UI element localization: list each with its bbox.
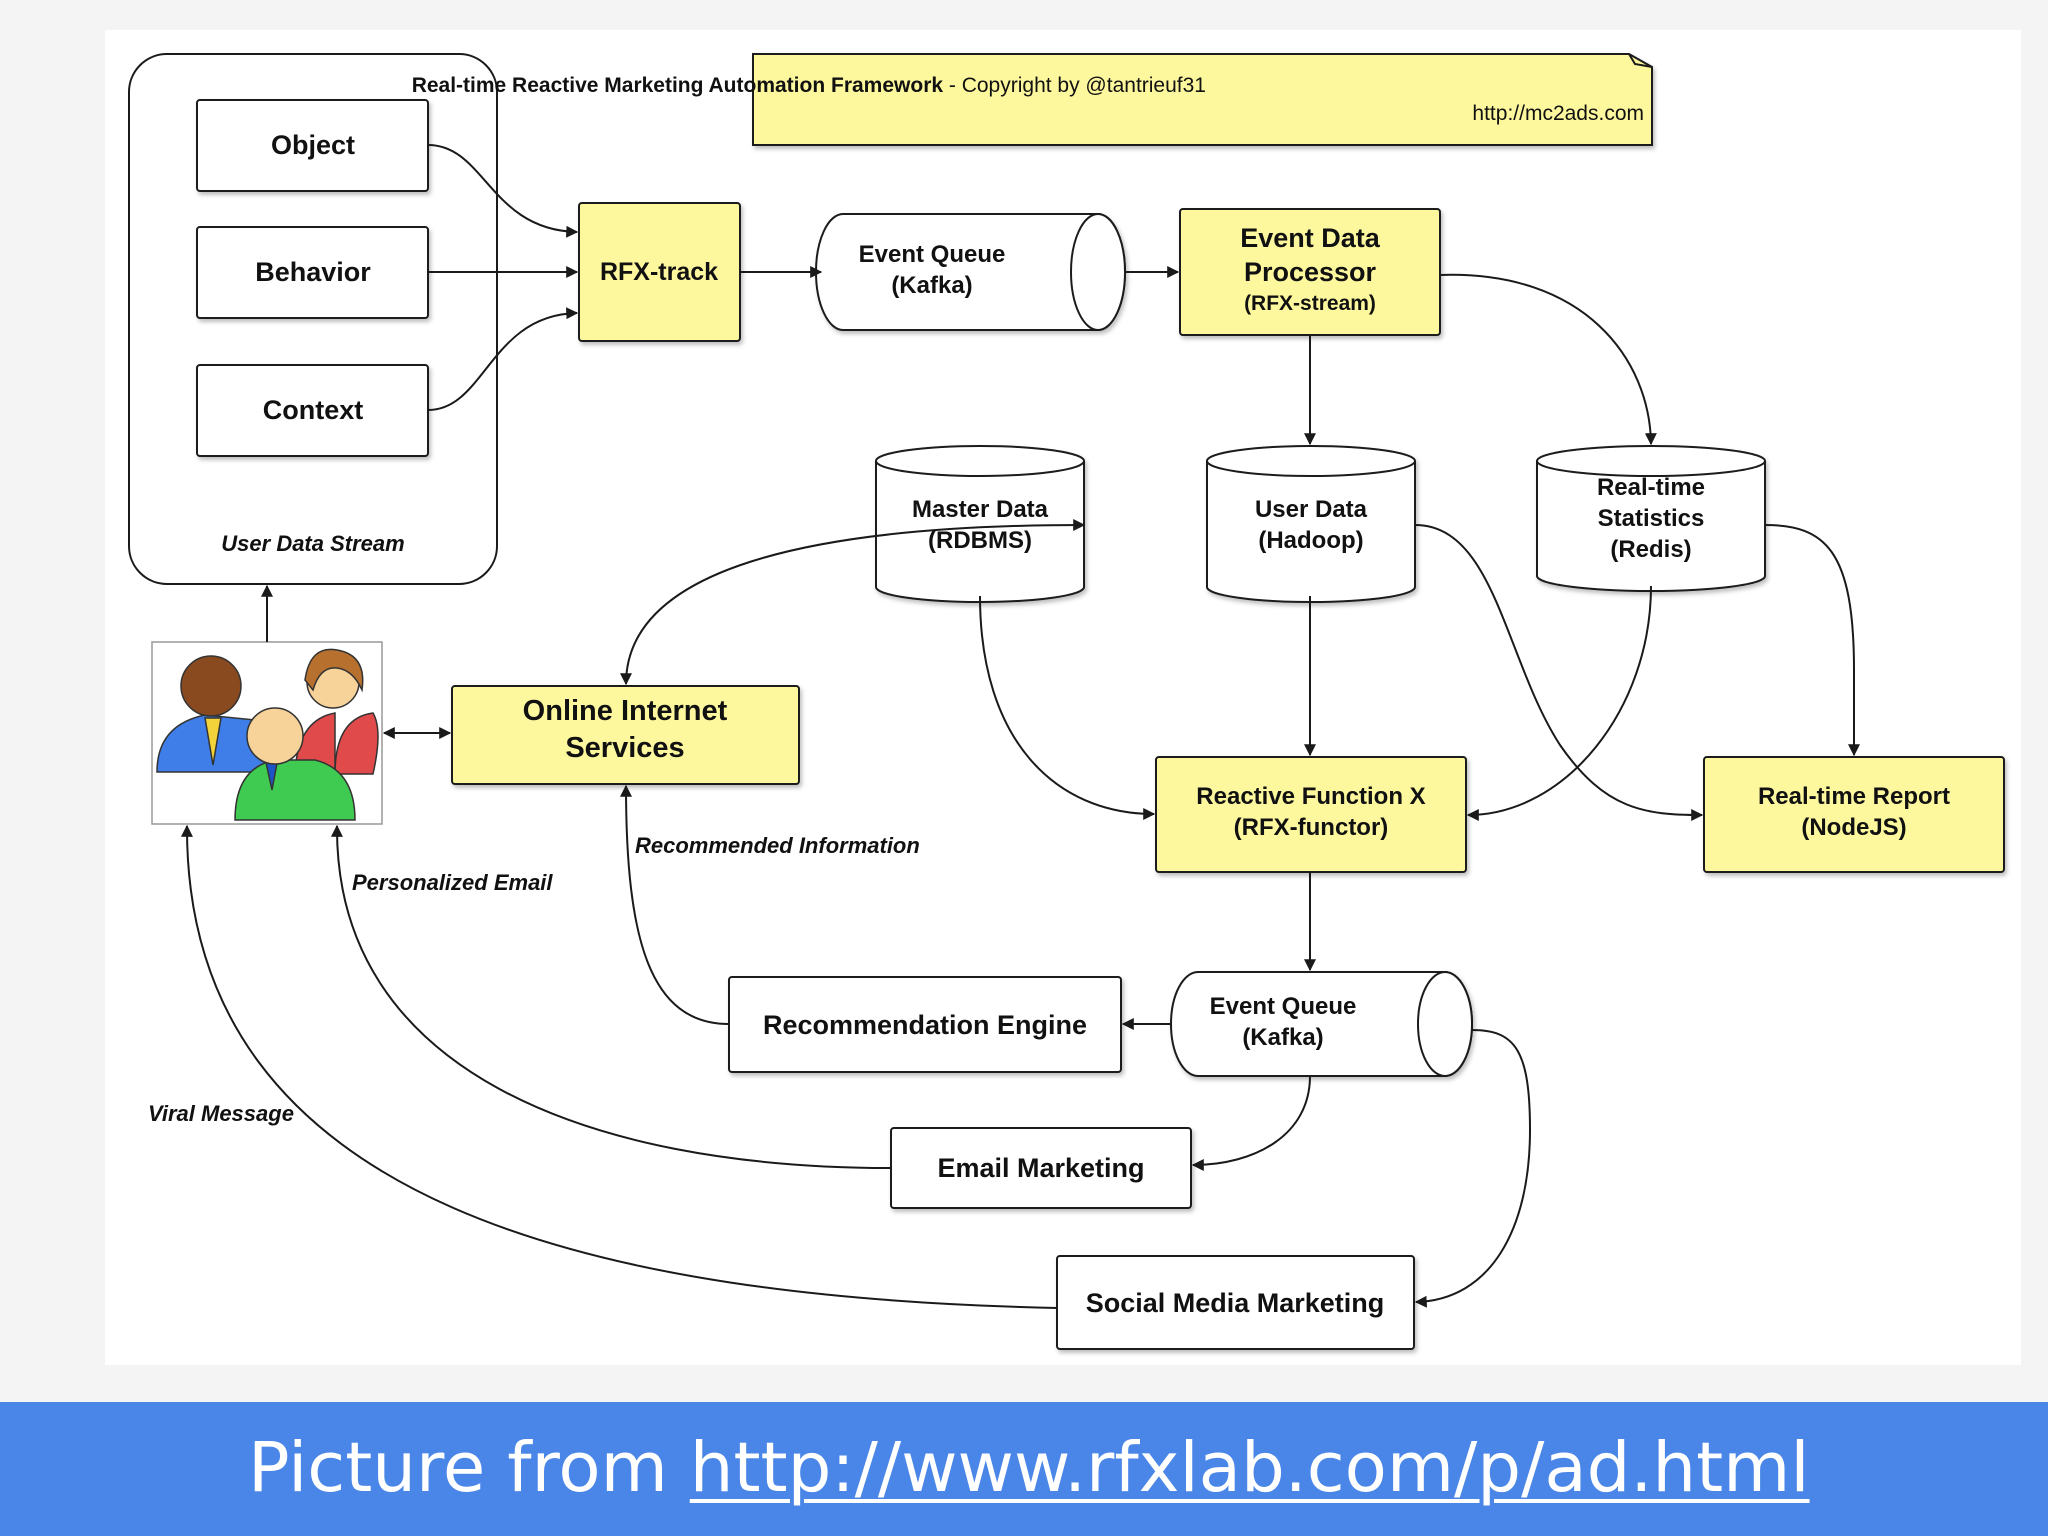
personalized-email-label: Personalized Email: [352, 870, 553, 895]
event-queue-bottom-cylinder: [1170, 971, 1473, 1077]
behavior-label: Behavior: [255, 257, 371, 287]
event-queue-top-cylinder: [815, 213, 1126, 331]
event-queue-bottom-line1: Event Queue: [1210, 993, 1357, 1020]
online-services-line1: Online Internet: [523, 695, 728, 727]
title-note: [752, 53, 1653, 146]
event-data-processor-line1: Event Data: [1240, 223, 1381, 253]
edge-context-rfx-track: [427, 307, 579, 411]
recommendation-engine-label: Recommendation Engine: [763, 1010, 1087, 1040]
edge-object-rfx-track: [427, 144, 579, 238]
edge-statistics-report: [1764, 524, 1860, 757]
context-label: Context: [263, 395, 364, 425]
edge-email-users: [330, 824, 892, 1169]
diagram-canvas: Real-time Reactive Marketing Automation …: [105, 30, 2021, 1365]
users-group-icon: [156, 648, 379, 821]
event-queue-top-line2: (Kafka): [891, 272, 972, 299]
footer-link[interactable]: http://www.rfxlab.com/p/ad.html: [689, 1428, 1810, 1508]
architecture-diagram: Real-time Reactive Marketing Automation …: [128, 53, 2005, 1350]
edge-processor-statistics: [1439, 273, 1657, 446]
realtime-statistics-line3: (Redis): [1610, 536, 1691, 563]
edge-services-master-data: [620, 519, 1086, 686]
user-data-stream-label: User Data Stream: [221, 531, 404, 556]
title-line-1: Real-time Reactive Marketing Automation …: [412, 74, 1206, 97]
edge-recommendation-services: [620, 784, 730, 1025]
object-label: Object: [271, 130, 355, 160]
title-url: http://mc2ads.com: [1472, 102, 1644, 125]
reactive-function-line2: (RFX-functor): [1234, 814, 1389, 841]
edge-statistics-functor: [1466, 585, 1652, 821]
footer-prefix: Picture from: [248, 1428, 690, 1508]
online-services-line2: Services: [565, 732, 684, 764]
email-marketing-label: Email Marketing: [937, 1153, 1144, 1183]
footer-caption: Picture from http://www.rfxlab.com/p/ad.…: [248, 1428, 1810, 1508]
recommended-information-label: Recommended Information: [635, 833, 920, 858]
realtime-statistics-line2: Statistics: [1598, 505, 1705, 532]
social-media-marketing-label: Social Media Marketing: [1086, 1288, 1385, 1318]
edge-social-users: [180, 824, 1058, 1309]
viral-message-label: Viral Message: [148, 1101, 294, 1126]
event-queue-bottom-line2: (Kafka): [1242, 1024, 1323, 1051]
master-data-line1: Master Data: [912, 496, 1049, 523]
event-data-processor-line2: Processor: [1244, 257, 1377, 287]
rfx-track-label: RFX-track: [600, 258, 718, 286]
online-internet-services-box: [451, 685, 800, 785]
realtime-report-box: [1703, 756, 2005, 873]
user-data-line1: User Data: [1255, 496, 1368, 523]
reactive-function-line1: Reactive Function X: [1196, 783, 1425, 810]
event-data-processor-line3: (RFX-stream): [1244, 292, 1376, 315]
realtime-statistics-line1: Real-time: [1597, 474, 1705, 501]
realtime-report-line2: (NodeJS): [1801, 814, 1906, 841]
realtime-report-line1: Real-time Report: [1758, 783, 1950, 810]
event-queue-top-line1: Event Queue: [859, 241, 1006, 268]
edge-master-data-functor: [979, 595, 1156, 820]
edge-queue-email: [1191, 1075, 1311, 1171]
edge-queue-social: [1414, 1029, 1532, 1308]
master-data-line2: (RDBMS): [928, 527, 1032, 554]
user-data-line2: (Hadoop): [1258, 527, 1363, 554]
master-data-cylinder: [875, 445, 1085, 603]
social-media-marketing-box: [1056, 1255, 1415, 1350]
footer-bar: Picture from http://www.rfxlab.com/p/ad.…: [0, 1402, 2048, 1536]
edge-user-data-report: [1414, 524, 1704, 821]
user-data-cylinder: [1206, 445, 1416, 603]
